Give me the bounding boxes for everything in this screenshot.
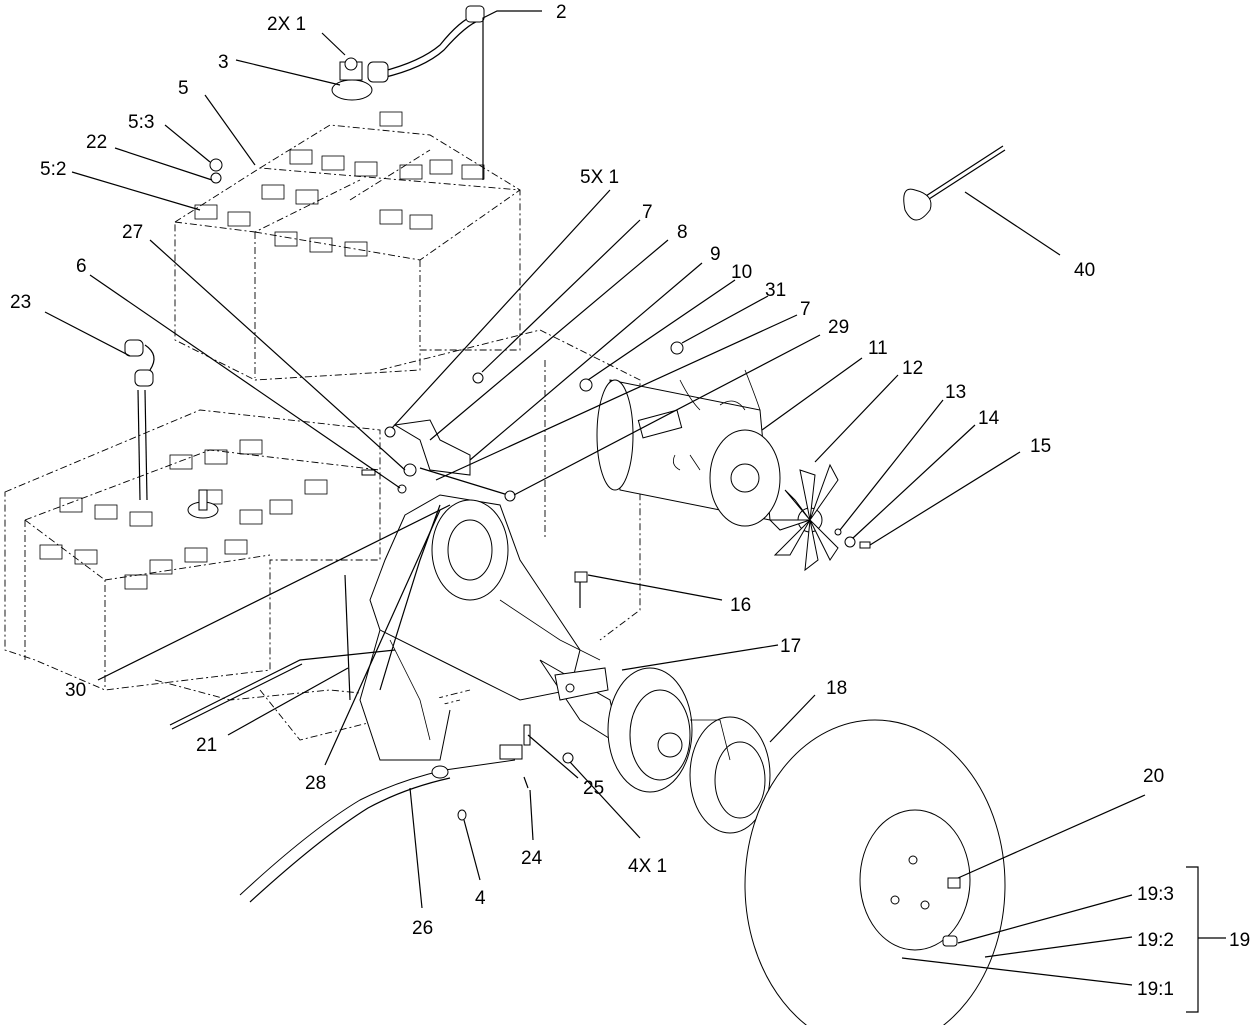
leader-19-1	[901, 957, 1133, 986]
callout-labels: 2X 1 2 3 5 5:3 22 5:2 5X 1 7 27 8 9 6 10…	[10, 2, 1250, 1000]
leader-19-2	[984, 936, 1133, 958]
leader-3	[235, 59, 341, 86]
callout-22: 22	[86, 132, 107, 153]
leader-lines	[44, 10, 1226, 1013]
callout-9: 9	[710, 244, 721, 265]
leader-5-3	[164, 124, 211, 163]
leader-11	[761, 357, 863, 431]
callout-31: 31	[765, 280, 786, 301]
leader-30	[97, 504, 451, 681]
callout-11: 11	[868, 338, 888, 359]
brake-hub	[607, 667, 771, 834]
leader-12	[814, 374, 899, 463]
callout-5x1: 5X 1	[580, 167, 619, 188]
callout-5-3: 5:3	[128, 112, 154, 133]
leader-7b	[435, 314, 798, 481]
callout-6: 6	[76, 256, 87, 277]
transaxle	[359, 494, 621, 761]
callout-19-3: 19:3	[1137, 884, 1174, 905]
callout-27: 27	[122, 222, 143, 243]
leader-18	[769, 694, 816, 743]
callout-28: 28	[305, 773, 326, 794]
callout-30: 30	[65, 680, 86, 701]
callout-29: 29	[828, 317, 849, 338]
callout-8: 8	[677, 222, 688, 243]
callout-25: 25	[583, 778, 604, 799]
leader-26	[409, 787, 423, 909]
leader-23	[44, 311, 131, 357]
battery-bank	[4, 111, 641, 741]
callout-5-2: 5:2	[40, 159, 66, 180]
callout-2x1: 2X 1	[267, 14, 306, 35]
callout-10: 10	[731, 262, 752, 283]
callout-3: 3	[218, 52, 229, 73]
leader-16	[587, 574, 723, 601]
callout-14: 14	[978, 408, 1000, 429]
leader-2x1	[321, 32, 346, 56]
leader-15	[869, 451, 1021, 546]
callout-19-2: 19:2	[1137, 930, 1174, 951]
callout-16: 16	[730, 595, 751, 616]
callout-19-1: 19:1	[1137, 979, 1174, 1000]
callout-5: 5	[178, 78, 189, 99]
leader-6	[89, 274, 401, 489]
callout-21: 21	[196, 735, 217, 756]
leader-28	[324, 509, 441, 766]
callout-23: 23	[10, 292, 31, 313]
brake-cable	[239, 724, 531, 903]
leader-5	[204, 94, 256, 166]
leader-24	[529, 789, 534, 841]
leader-5-2	[71, 171, 201, 211]
callout-20: 20	[1143, 766, 1164, 787]
leader-31	[681, 295, 769, 344]
leader-22	[114, 147, 213, 181]
leader-9	[469, 262, 703, 461]
leader-29	[513, 334, 821, 496]
leader-20	[957, 794, 1146, 879]
leader-2	[482, 10, 542, 180]
leader-8	[429, 239, 669, 441]
callout-24: 24	[521, 848, 543, 869]
rod	[169, 574, 396, 730]
callout-13: 13	[945, 382, 966, 403]
callout-15: 15	[1030, 436, 1051, 457]
callout-18: 18	[826, 678, 847, 699]
leader-21	[227, 667, 349, 736]
hardware	[124, 5, 1006, 947]
leader-13	[839, 399, 944, 531]
callout-19: 19	[1229, 930, 1250, 951]
leader-19-3	[957, 894, 1133, 944]
leader-27	[149, 239, 406, 471]
motor	[596, 369, 781, 527]
leader-14	[852, 424, 976, 539]
callout-17: 17	[780, 636, 801, 657]
leader-7a	[481, 219, 641, 373]
callout-4: 4	[475, 888, 486, 909]
leader-4	[463, 819, 481, 881]
leader-10	[587, 279, 736, 381]
leader-40	[964, 191, 1061, 256]
wheel	[744, 719, 1006, 1025]
leader-25	[527, 734, 579, 779]
callout-12: 12	[902, 358, 923, 379]
callout-7b: 7	[800, 299, 811, 320]
leader-5x1	[391, 189, 611, 429]
leader-4x1	[569, 761, 641, 839]
callout-40: 40	[1074, 260, 1095, 281]
callout-7a: 7	[642, 202, 653, 223]
callout-2: 2	[556, 2, 567, 23]
callout-26: 26	[412, 918, 433, 939]
leader-17	[621, 644, 779, 671]
group-bracket-19	[1186, 866, 1226, 1013]
callout-4x1: 4X 1	[628, 856, 667, 877]
fan	[768, 463, 839, 572]
